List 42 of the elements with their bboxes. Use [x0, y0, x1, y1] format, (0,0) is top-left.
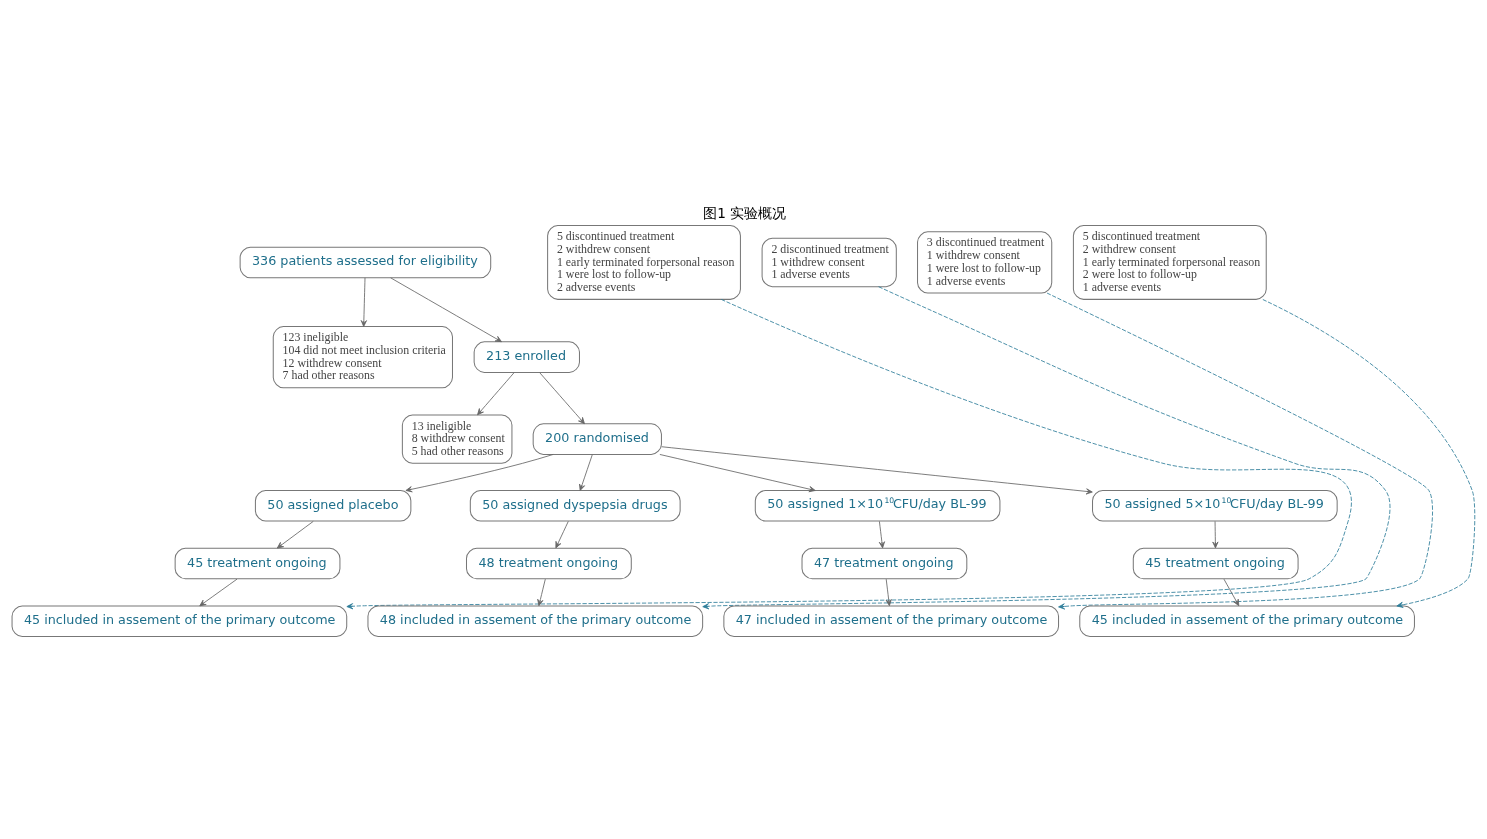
node-box: 45 treatment ongoing [174, 547, 341, 579]
node-box: 45 treatment ongoing [1132, 547, 1299, 579]
node-box: 3 discontinued treatment 1 withdrew consent 1 were lost to follow-up 1 adverse events [917, 230, 1053, 293]
arrow [579, 453, 593, 491]
node-box: 48 treatment ongoing [466, 547, 632, 579]
arrow [1212, 520, 1219, 548]
node-box: 200 randomised [532, 422, 662, 455]
arrow [1262, 298, 1476, 608]
arrow [878, 520, 885, 548]
arrow [390, 276, 502, 342]
node-box: 5 discontinued treatment 2 withdrew consent 1 early terminated forpersonal reason 1 were lost to follow-up 2 adverse events [547, 224, 741, 300]
arrow [661, 445, 1093, 494]
arrow [659, 453, 816, 492]
node-box: 13 ineligible 8 withdrew consent 5 had other reasons [401, 413, 513, 464]
arrow [537, 578, 546, 606]
node-box: 50 assigned placebo [254, 489, 412, 522]
node-box: 5 discontinued treatment 2 withdrew consent 1 early terminated forpersonal reason 2 were lost to follow-up 1 adverse events [1072, 224, 1267, 300]
node-box: 50 assigned 5×10$^{10}$CFU/day BL-99 [1092, 489, 1338, 522]
arrow [702, 285, 1391, 609]
arrow [276, 520, 314, 548]
node-box: 50 assigned 1×10$^{10}$CFU/day BL-99 [754, 489, 1001, 522]
node-box: 2 discontinued treatment 1 withdrew consent 1 adverse events [761, 237, 897, 287]
arrow [360, 276, 367, 327]
node-box: 123 ineligible 104 did not meet inclusion criteria 12 withdrew consent 7 had other reasons [272, 325, 453, 388]
diagram-title: 图1 实验概况 [703, 204, 787, 221]
node-box: 50 assigned dyspepsia drugs [469, 489, 681, 522]
arrow [1046, 292, 1433, 610]
node-box: 45 included in assement of the primary outcome [11, 605, 348, 637]
arrow [539, 371, 585, 424]
arrow [1223, 578, 1240, 606]
arrow [199, 578, 238, 606]
node-box: 213 enrolled [473, 340, 580, 373]
arrow [346, 298, 1352, 609]
node-box: 48 included in assement of the primary outcome [367, 605, 704, 637]
node-box: 47 treatment ongoing [801, 547, 968, 579]
node-box: 336 patients assessed for eligibility [239, 246, 492, 278]
arrow [555, 520, 569, 548]
node-box: 47 included in assement of the primary outcome [723, 605, 1060, 637]
arrow [405, 453, 554, 492]
arrow [477, 371, 515, 415]
arrow [885, 578, 892, 606]
node-box: 45 included in assement of the primary outcome [1079, 605, 1415, 637]
